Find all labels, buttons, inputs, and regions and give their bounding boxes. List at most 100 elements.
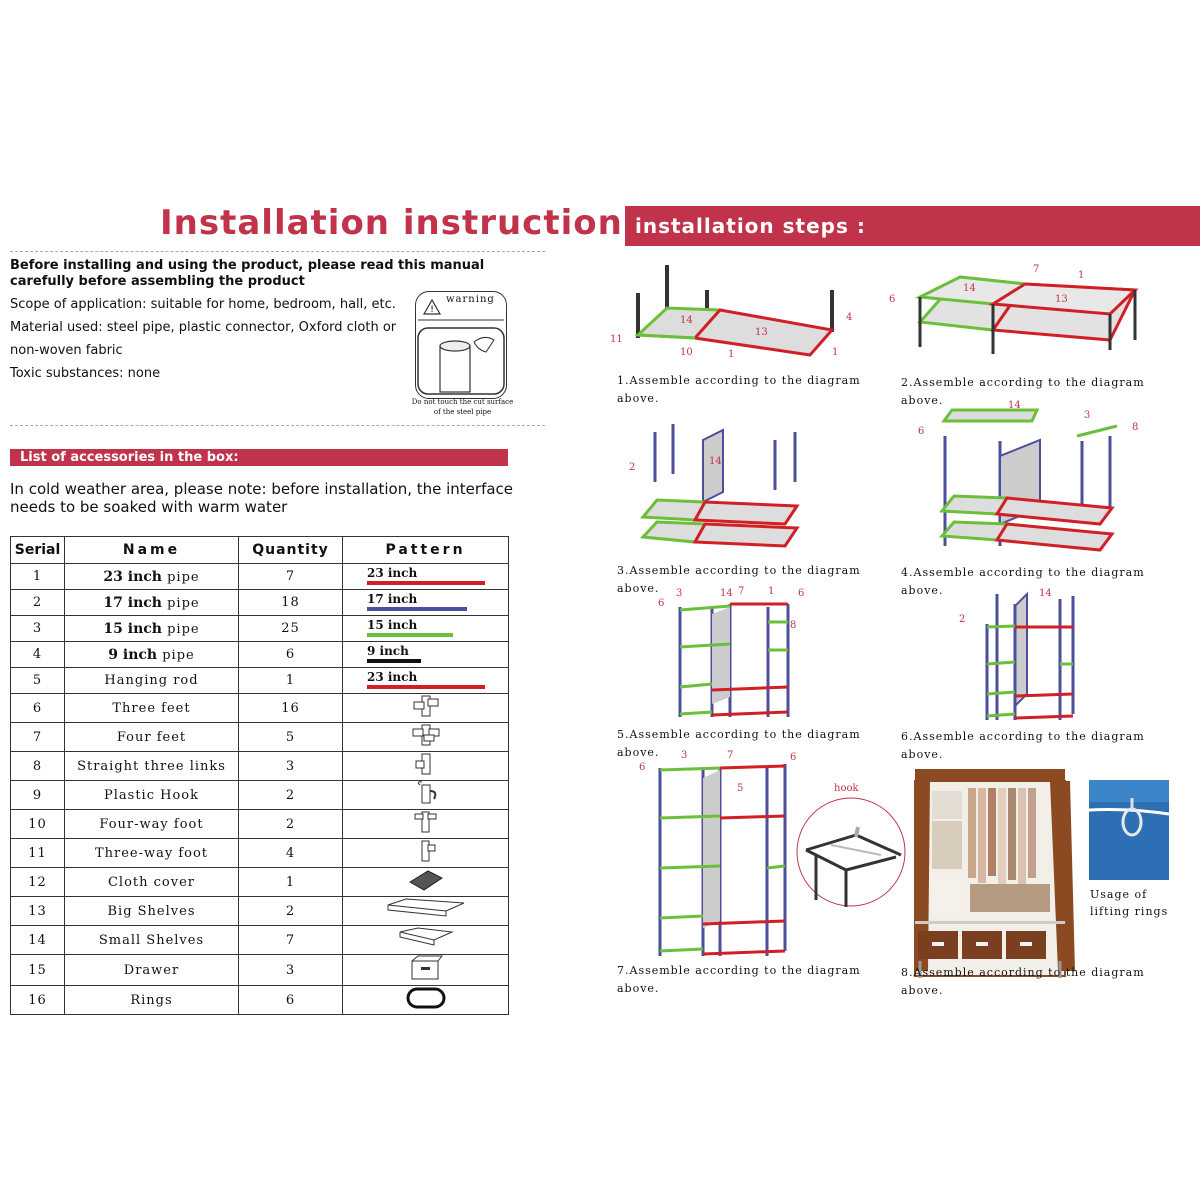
label-7: 7: [738, 586, 744, 597]
cell-quantity: 6: [238, 641, 343, 668]
material-text-1: Material used: steel pipe, plastic conne…: [10, 320, 397, 335]
step-5-diagram: 6 3 14 7 1 6 8: [658, 586, 804, 717]
label-14: 14: [1039, 588, 1052, 599]
step-1-caption-line-2: above.: [617, 392, 660, 405]
ring-icon: [404, 986, 448, 1010]
label-1: 1: [1078, 270, 1084, 281]
step-4-diagram: 6 14 3 8: [918, 400, 1138, 552]
cell-name: 9 inch pipe: [64, 641, 239, 668]
label-13: 13: [1055, 294, 1068, 305]
small-shelf-icon: [396, 926, 456, 950]
three-feet-icon: [412, 694, 440, 718]
cell-quantity: 18: [238, 589, 343, 616]
step-7-diagram: 6 3 7 6 5: [639, 750, 796, 956]
label-6: 6: [889, 294, 895, 305]
label-14: 14: [680, 315, 693, 326]
step-5-caption-line-2: above.: [617, 746, 660, 759]
title-divider: [10, 251, 545, 252]
cell-name: 23 inch pipe: [64, 563, 239, 590]
cell-pattern: [342, 722, 509, 752]
cell-name: Straight three links: [64, 751, 239, 781]
label-6b: 6: [790, 752, 796, 763]
label-4: 4: [846, 312, 852, 323]
label-1b: 1: [832, 347, 838, 358]
drawer-icon: [408, 955, 444, 981]
cell-serial: 12: [10, 867, 65, 897]
page-title: Installation instruction: [160, 203, 623, 243]
step-7-caption-line-1: 7.Assemble according to the diagram: [617, 964, 861, 977]
cell-name: 15 inch pipe: [64, 615, 239, 642]
step-3-caption: 3.Assemble according to the diagram abov…: [617, 562, 887, 598]
rings-usage-label: Usage of lifting rings: [1090, 886, 1200, 920]
hook-icon: [412, 781, 440, 805]
steps-heading: installation steps :: [625, 206, 1200, 246]
name-text: pipe: [161, 621, 200, 637]
warning-caption-line-2: of the steel pipe: [433, 408, 492, 416]
step-6-caption: 6.Assemble according to the diagram abov…: [901, 728, 1171, 764]
step-2-caption-line-2: above.: [901, 394, 944, 407]
rings-usage-label-line-1: Usage of: [1090, 888, 1148, 901]
cell-pattern: [342, 809, 509, 839]
label-6: 6: [658, 598, 664, 609]
step-6-caption-line-2: above.: [901, 748, 944, 761]
step-5-caption-line-1: 5.Assemble according to the diagram: [617, 728, 861, 741]
label-1: 1: [768, 586, 774, 597]
four-feet-icon: [411, 723, 441, 747]
name-text: pipe: [161, 595, 200, 611]
header-pattern: Pattern: [342, 536, 509, 564]
cell-pattern: 23 inch: [342, 667, 509, 694]
label-3: 3: [1084, 410, 1090, 421]
label-7: 7: [1033, 264, 1039, 275]
step-8-caption: 8.Assemble according to the diagram abov…: [901, 964, 1171, 1000]
cell-name: Drawer: [64, 954, 239, 986]
step-3-caption-line-1: 3.Assemble according to the diagram: [617, 564, 861, 577]
cell-quantity: 1: [238, 867, 343, 897]
label-2: 2: [959, 614, 965, 625]
label-13: 13: [755, 327, 768, 338]
cell-serial: 15: [10, 954, 65, 986]
warning-icon: !: [417, 298, 505, 395]
rings-usage-label-line-2: lifting rings: [1090, 905, 1169, 918]
cell-name: Three feet: [64, 693, 239, 723]
hook-label: hook: [834, 783, 859, 794]
step-2-caption: 2.Assemble according to the diagram abov…: [901, 374, 1171, 410]
step-5-caption: 5.Assemble according to the diagram abov…: [617, 726, 887, 762]
cell-serial: 9: [10, 780, 65, 810]
name-text: Three-way foot: [94, 845, 209, 861]
cell-serial: 11: [10, 838, 65, 868]
step-7-caption: 7.Assemble according to the diagram abov…: [617, 962, 887, 998]
cell-serial: 14: [10, 925, 65, 955]
step-7-caption-line-2: above.: [617, 982, 660, 995]
cell-pattern: [342, 925, 509, 955]
name-text: Rings: [130, 992, 173, 1008]
name-text: Three feet: [112, 700, 191, 716]
cell-serial: 6: [10, 693, 65, 723]
step-4-caption: 4.Assemble according to the diagram abov…: [901, 564, 1171, 600]
label-8: 8: [790, 620, 796, 631]
label-14: 14: [963, 283, 976, 294]
name-text: pipe: [157, 647, 195, 663]
cell-pattern: 9 inch: [342, 641, 509, 668]
step-1-diagram: 14 13 11 10 1 4 1: [610, 265, 852, 360]
cell-pattern: [342, 780, 509, 810]
name-size: 9 inch: [108, 646, 158, 663]
name-text: Four feet: [116, 729, 187, 745]
accessories-heading: List of accessories in the box:: [10, 449, 508, 466]
cell-quantity: 3: [238, 751, 343, 781]
cell-serial: 2: [10, 589, 65, 616]
cell-serial: 5: [10, 667, 65, 694]
name-size: 15 inch: [103, 620, 162, 637]
cell-name: Cloth cover: [64, 867, 239, 897]
pattern-label: 23 inch: [367, 670, 418, 684]
material-text-2: non-woven fabric: [10, 343, 123, 358]
